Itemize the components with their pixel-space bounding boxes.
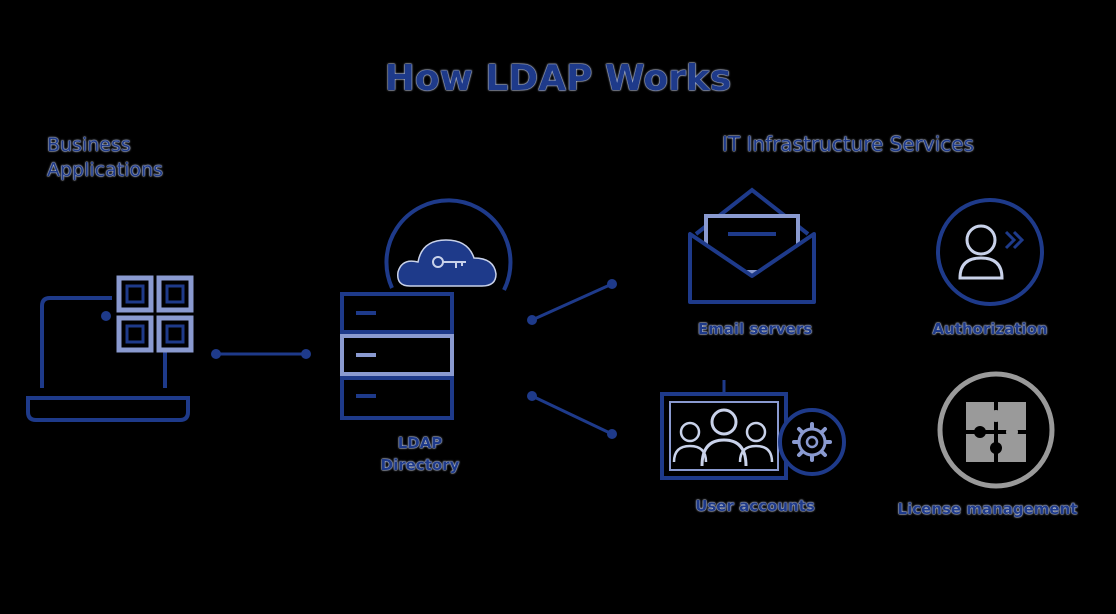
cloud-key-icon (384, 198, 513, 291)
connector-apps-to-directory (211, 349, 311, 359)
puzzle-icon (937, 371, 1055, 489)
connector-directory-to-users (527, 391, 617, 439)
it-infrastructure-heading: IT Infrastructure Services (722, 132, 975, 156)
authorization-label: Authorization (932, 320, 1048, 338)
connector-directory-to-email (527, 279, 617, 325)
laptop-icon (26, 296, 190, 422)
email-servers-label: Email servers (697, 320, 813, 338)
user-accounts-label: User accounts (695, 497, 815, 515)
diagram-title: How LDAP Works (384, 58, 732, 99)
license-management-label: License management (897, 500, 1078, 518)
authorization-icon (936, 198, 1044, 306)
ldap-directory-label: LDAP Directory (380, 434, 460, 474)
business-applications-heading: Business Applications (47, 134, 164, 181)
gear-icon (778, 408, 846, 476)
server-stack-icon (340, 292, 454, 420)
app-grid-icon (112, 272, 196, 353)
email-envelope-icon (688, 187, 816, 304)
user-accounts-icon (660, 380, 788, 480)
